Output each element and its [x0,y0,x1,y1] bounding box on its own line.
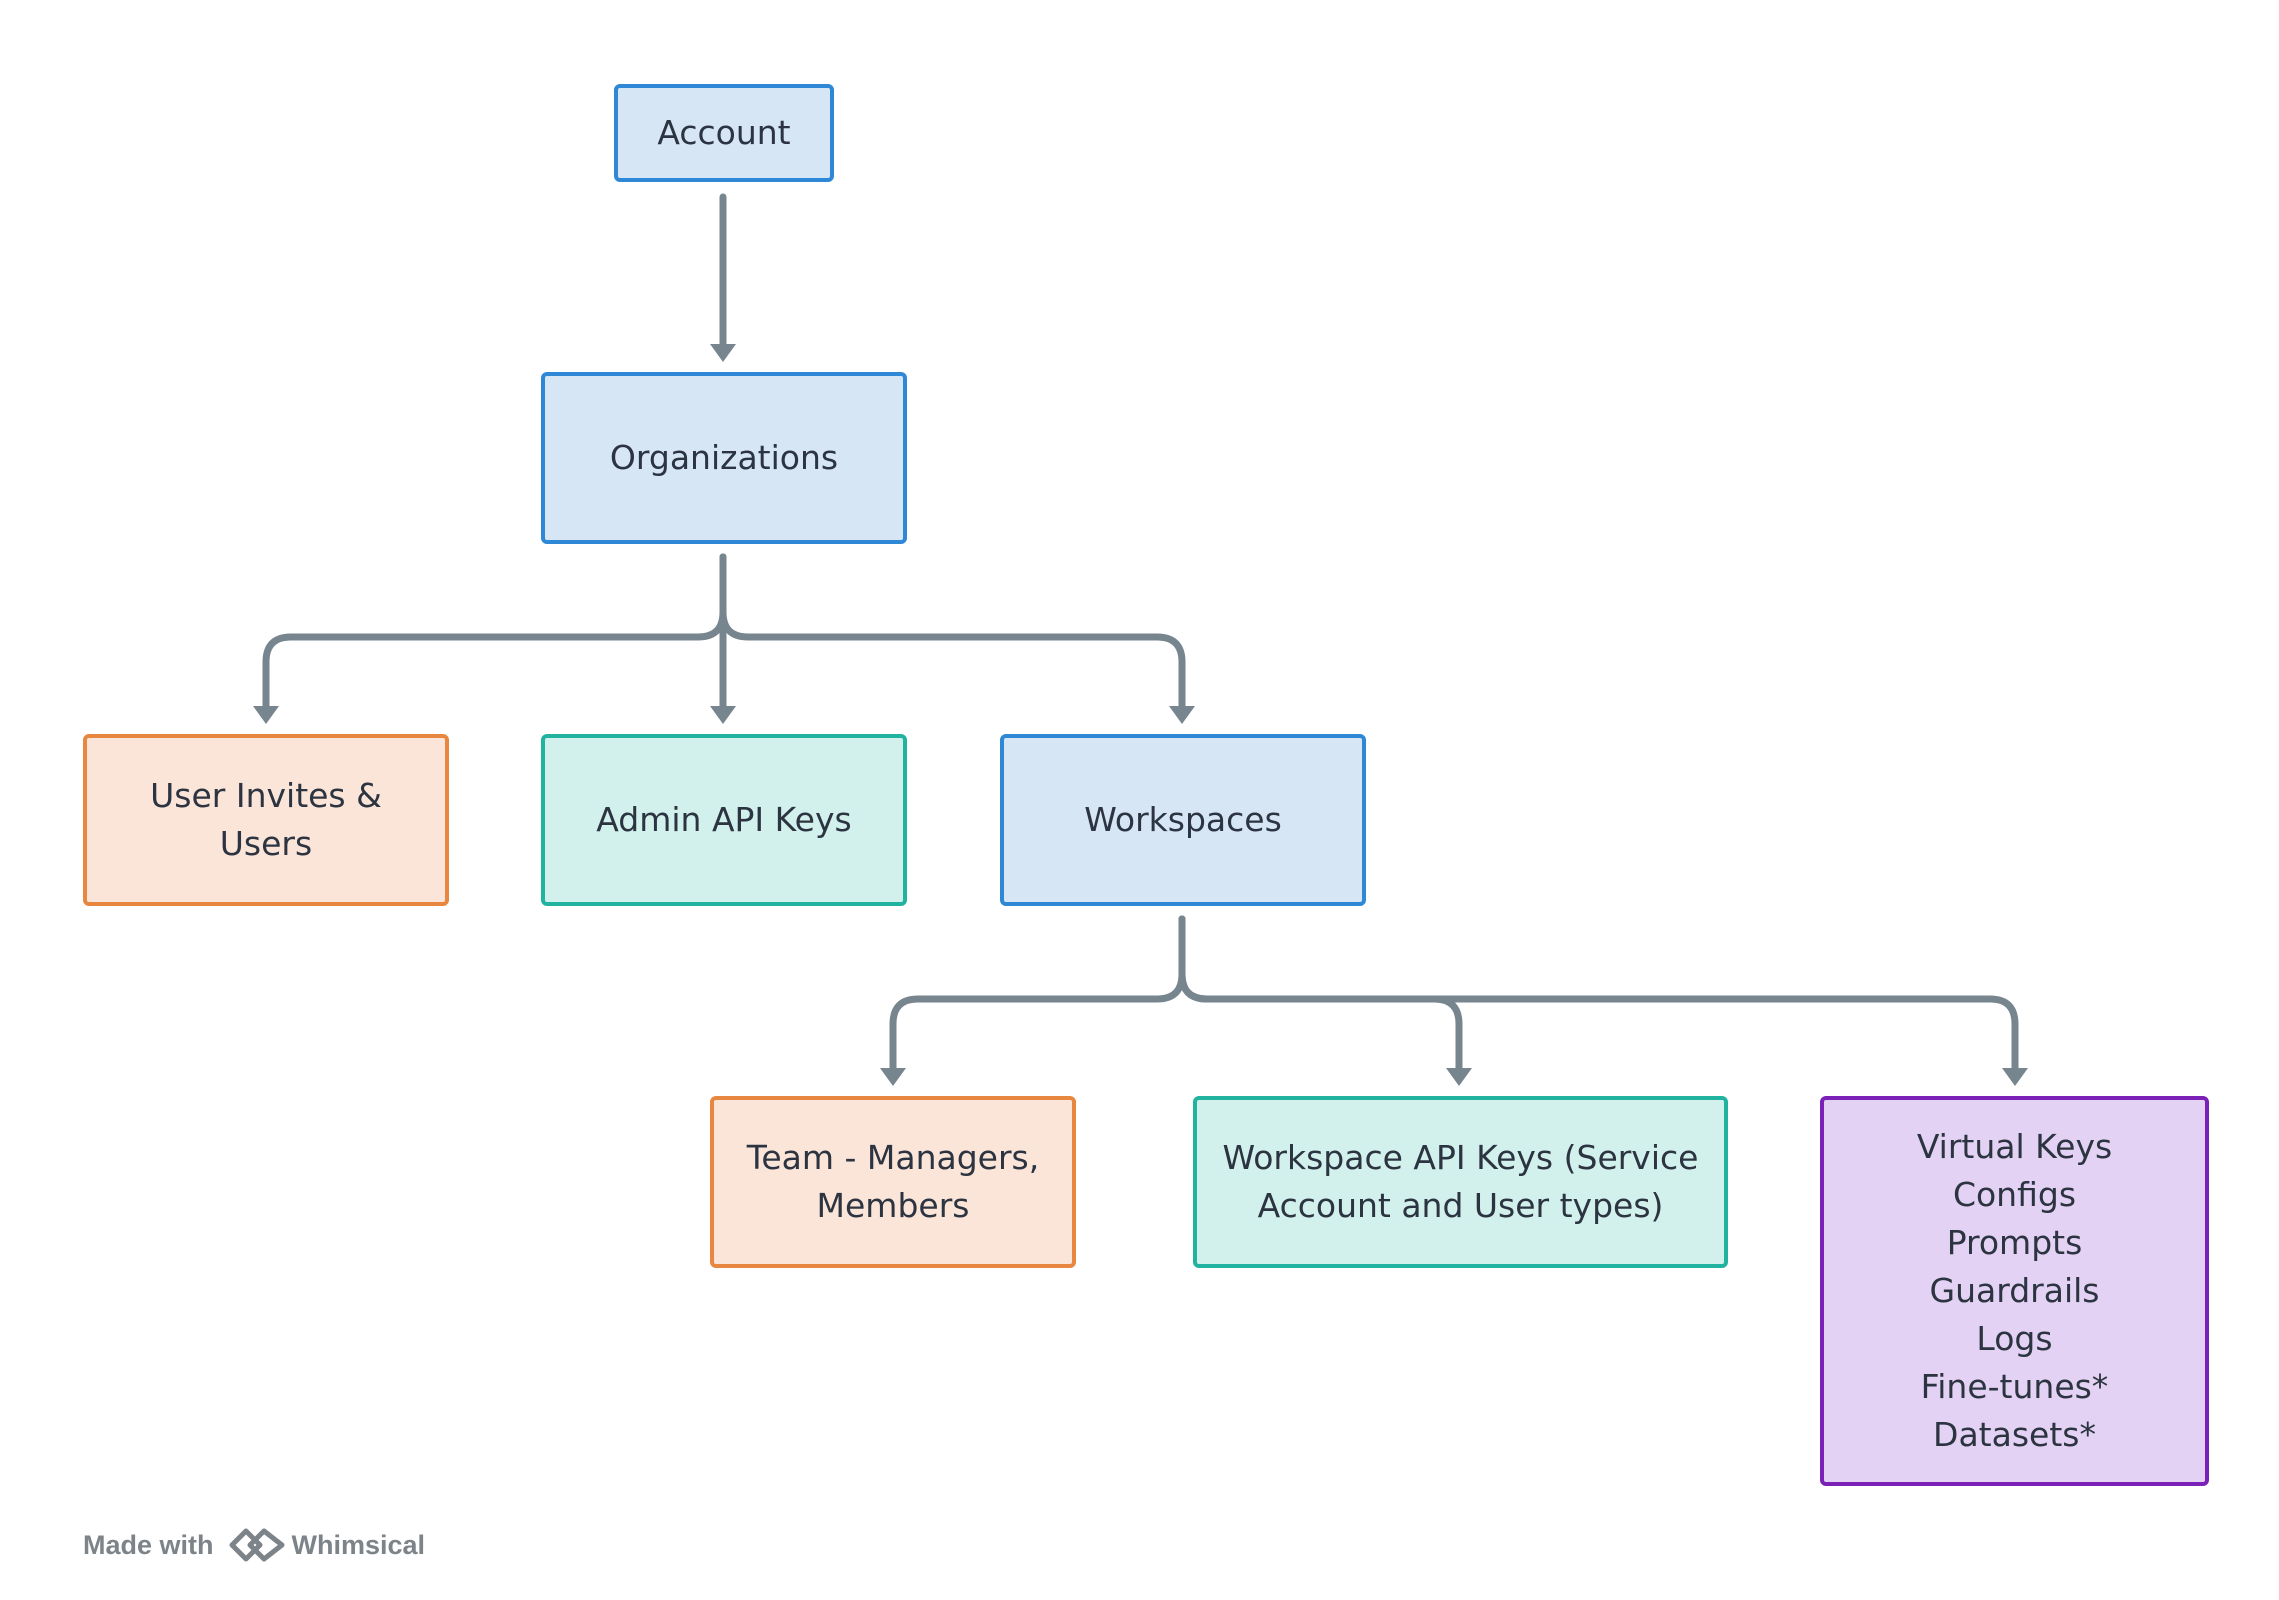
node-workspace-resources[interactable]: Virtual Keys Configs Prompts Guardrails … [1820,1096,2209,1486]
resource-prompts: Prompts [1946,1223,2083,1262]
node-workspace-api-keys[interactable]: Workspace API Keys (Service Account and … [1193,1096,1728,1268]
arrowhead-workspaces [1169,706,1195,724]
resource-guardrails: Guardrails [1929,1271,2100,1310]
node-organizations[interactable]: Organizations [541,372,907,544]
node-team-label-1: Team - Managers, [746,1138,1040,1177]
edge-organizations-user-invites [262,553,727,714]
resource-logs: Logs [1976,1319,2053,1358]
edge-organizations-workspaces [719,553,1186,714]
arrowhead-admin-keys [710,706,736,724]
node-workspace-api-keys-label-1: Workspace API Keys (Service [1222,1138,1699,1177]
resource-datasets: Datasets* [1933,1415,2096,1454]
node-workspace-api-keys-label-2: Account and User types) [1257,1186,1664,1225]
made-with-footer[interactable]: Made with Whimsical [83,1523,425,1567]
arrowhead-workspace-keys [1446,1068,1472,1086]
arrowhead-resources [2002,1068,2028,1086]
resource-configs: Configs [1952,1175,2077,1214]
arrowhead-user-invites [253,706,279,724]
node-user-invites-label-1: User Invites & [150,776,382,815]
node-team[interactable]: Team - Managers, Members [710,1096,1076,1268]
made-with-label: Made with [83,1529,214,1560]
node-account-label-1: Account [657,113,791,152]
node-account[interactable]: Account [614,84,834,182]
whimsical-brand-label: Whimsical [291,1529,426,1560]
node-user-invites[interactable]: User Invites & Users [83,734,449,906]
edge-workspaces-resources [1178,915,2019,1076]
node-admin-api-keys-label-1: Admin API Keys [596,800,852,839]
node-organizations-label-1: Organizations [609,438,839,477]
node-workspaces[interactable]: Workspaces [1000,734,1366,906]
node-team-label-2: Members [816,1186,970,1225]
arrowhead-team [880,1068,906,1086]
whimsical-logo-icon [229,1528,285,1562]
arrowhead-organizations [710,344,736,362]
node-workspaces-label-1: Workspaces [1084,800,1282,839]
resource-virtual-keys: Virtual Keys [1916,1127,2113,1166]
resource-fine-tunes: Fine-tunes* [1920,1367,2109,1406]
edge-workspaces-team [889,915,1186,1076]
node-user-invites-label-2: Users [219,824,313,863]
node-admin-api-keys[interactable]: Admin API Keys [541,734,907,906]
